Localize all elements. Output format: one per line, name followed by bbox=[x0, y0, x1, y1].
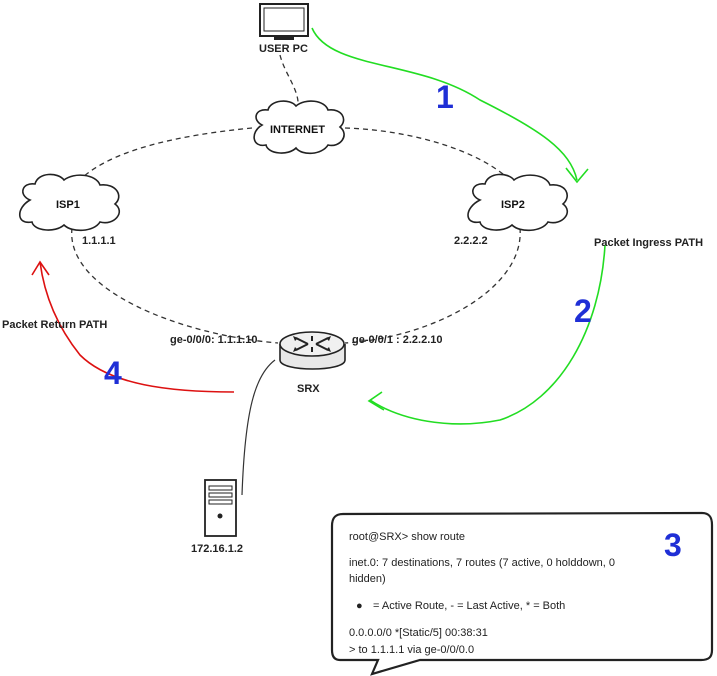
link-srx-server bbox=[241, 359, 276, 496]
internet-cloud-icon bbox=[253, 100, 345, 155]
isp2-ip-label: 2.2.2.2 bbox=[454, 235, 488, 247]
ingress-path-label: Packet Ingress PATH bbox=[594, 237, 703, 249]
return-path-label: Packet Return PATH bbox=[2, 319, 107, 331]
return-arrow bbox=[39, 261, 235, 393]
link-pc-internet bbox=[279, 54, 299, 109]
cli-line-nexthop: > to 1.1.1.1 via ge-0/0/0.0 bbox=[349, 644, 474, 656]
srx-label: SRX bbox=[297, 383, 320, 395]
ingress-arrow-bottom-head bbox=[367, 391, 385, 411]
step-1-number: 1 bbox=[436, 79, 454, 115]
user-pc-label: USER PC bbox=[259, 43, 308, 55]
return-arrow-head bbox=[31, 260, 50, 276]
internet-label: INTERNET bbox=[270, 124, 325, 136]
ingress-arrow-top bbox=[311, 27, 578, 181]
monitor-icon bbox=[259, 3, 309, 40]
dashed-links bbox=[71, 54, 521, 344]
cli-line-legend: = Active Route, - = Last Active, * = Bot… bbox=[373, 600, 565, 612]
ingress-arrow-bottom bbox=[369, 244, 606, 425]
ingress-path bbox=[311, 27, 606, 425]
cli-line-command: root@SRX> show route bbox=[349, 531, 465, 543]
server-ip-label: 172.16.1.2 bbox=[191, 543, 243, 555]
link-internet-isp1 bbox=[74, 127, 253, 186]
cli-line-route: 0.0.0.0/0 *[Static/5] 00:38:31 bbox=[349, 627, 488, 639]
isp1-ip-label: 1.1.1.1 bbox=[82, 235, 116, 247]
step-3-number: 3 bbox=[664, 527, 682, 563]
ge1-interface-label: ge-0/0/1 : 2.2.2.10 bbox=[352, 334, 443, 346]
isp2-cloud-icon bbox=[467, 173, 569, 232]
cli-output-bubble bbox=[330, 511, 714, 676]
cli-bullet: ● bbox=[356, 600, 363, 612]
link-isp2-srx bbox=[344, 227, 521, 344]
cli-line-summary-cont: hidden) bbox=[349, 573, 386, 585]
ge0-interface-label: ge-0/0/0: 1.1.1.10 bbox=[170, 334, 257, 346]
isp1-cloud-icon bbox=[18, 173, 121, 232]
cli-line-summary: inet.0: 7 destinations, 7 routes (7 acti… bbox=[349, 557, 615, 569]
server-icon bbox=[204, 479, 237, 537]
isp2-label: ISP2 bbox=[501, 199, 525, 211]
return-path bbox=[31, 260, 235, 393]
link-internet-isp2 bbox=[344, 127, 513, 183]
ingress-arrow-top-head bbox=[565, 167, 589, 184]
link-isp1-srx bbox=[71, 227, 279, 344]
router-icon bbox=[279, 331, 346, 370]
isp1-label: ISP1 bbox=[56, 199, 80, 211]
step-2-number: 2 bbox=[574, 293, 592, 329]
step-4-number: 4 bbox=[104, 355, 122, 391]
